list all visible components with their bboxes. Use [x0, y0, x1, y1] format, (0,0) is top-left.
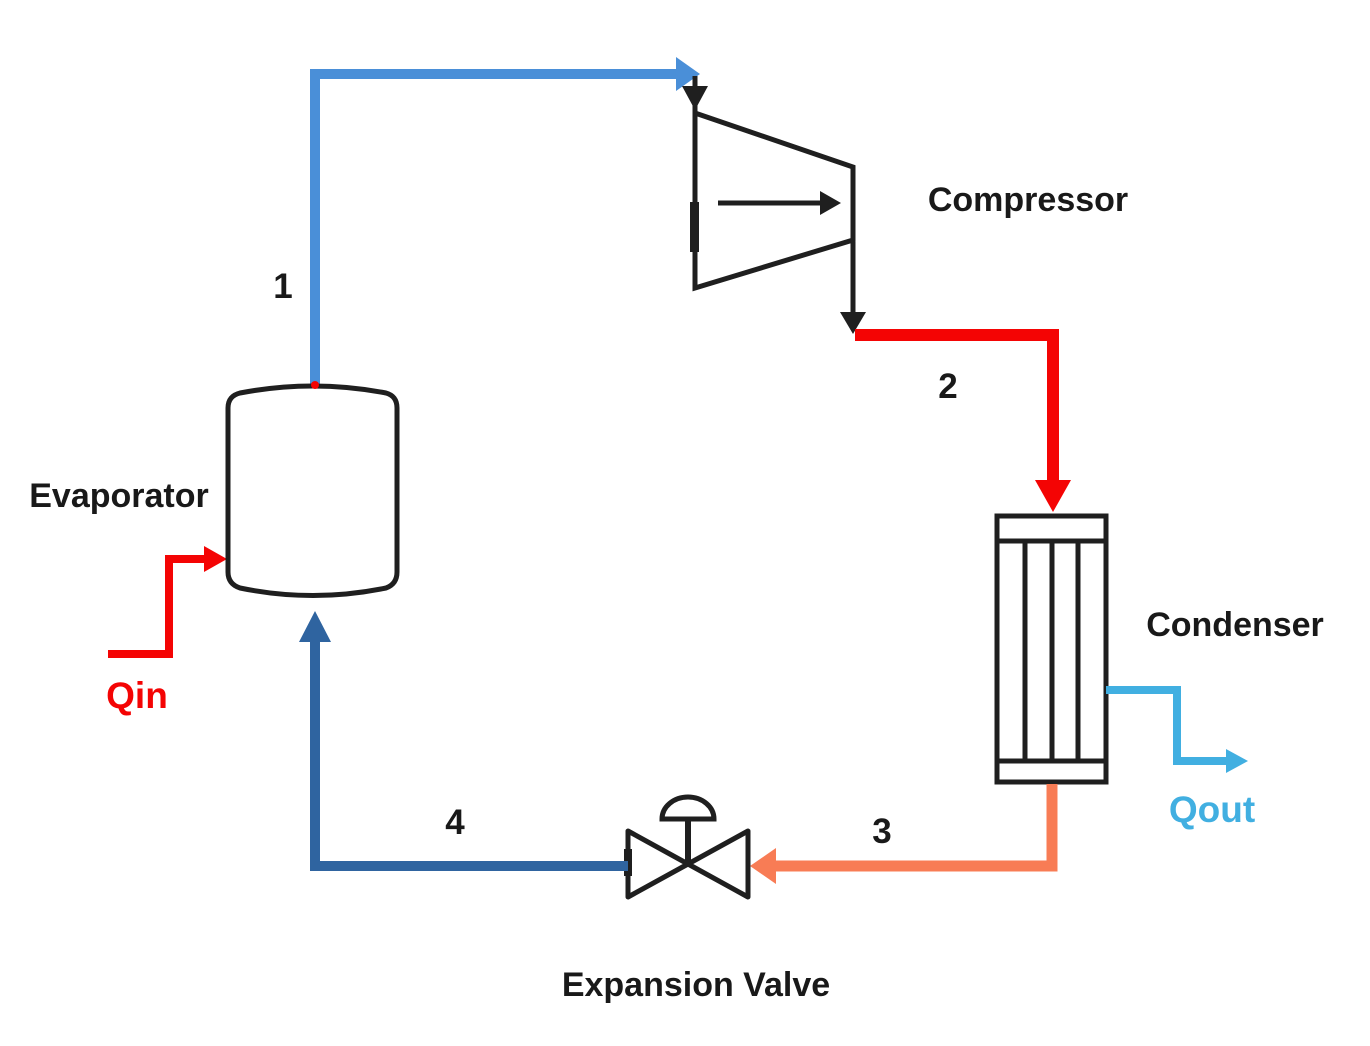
evaporator-label: Evaporator — [29, 477, 209, 515]
stream-2-line — [855, 329, 1059, 482]
compressor-left-port-bar — [690, 202, 699, 252]
state-point-1-label: 1 — [273, 267, 292, 306]
expansion-valve-label: Expansion Valve — [562, 966, 830, 1004]
qout-line — [1106, 686, 1226, 765]
valve-dome — [659, 794, 717, 822]
qout-arrow-icon — [1226, 749, 1248, 773]
expansion-valve-symbol — [624, 794, 751, 900]
stream-2 — [855, 329, 1071, 512]
qin-line — [108, 555, 204, 658]
valve-right-triangle — [685, 828, 751, 900]
stream-4 — [299, 611, 628, 871]
compressor-flow-arrow-icon — [820, 191, 841, 215]
stream-1-line — [310, 69, 676, 384]
compressor-label: Compressor — [928, 181, 1128, 219]
qin-flow — [108, 546, 227, 658]
stream-3 — [750, 784, 1058, 884]
stream-3-line — [776, 784, 1058, 872]
qout-flow — [1106, 686, 1248, 773]
stream-2-arrow-icon — [1035, 480, 1071, 512]
compressor-symbol — [682, 76, 866, 334]
state-point-2-label: 2 — [938, 367, 957, 406]
evaporator-vessel — [225, 383, 400, 598]
condenser-symbol — [994, 513, 1109, 785]
qout-label: Qout — [1169, 789, 1255, 830]
stream-3-arrow-icon — [750, 848, 776, 884]
valve-left-triangle — [625, 828, 691, 900]
evaporator-top-connector-dot — [311, 381, 319, 389]
compressor-inlet-arrow-icon — [682, 86, 708, 110]
stream-1 — [310, 57, 700, 384]
evaporator-symbol — [225, 381, 400, 598]
compressor-outlet-arrow-icon — [840, 312, 866, 334]
stream-4-arrow-icon — [299, 611, 331, 642]
stream-1-arrow-icon — [676, 57, 700, 91]
state-point-3-label: 3 — [872, 812, 891, 851]
state-point-4-label: 4 — [445, 803, 465, 842]
stream-4-line — [310, 640, 628, 871]
condenser-label: Condenser — [1146, 606, 1324, 644]
compressor-body — [692, 76, 856, 292]
qin-label: Qin — [106, 675, 168, 716]
qin-arrow-icon — [204, 546, 227, 572]
